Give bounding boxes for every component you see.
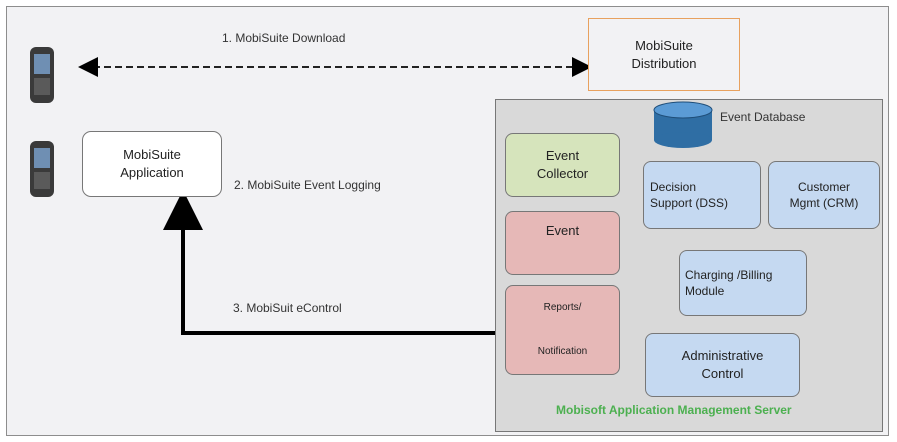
administrative-control-box: Administrative Control xyxy=(645,333,800,397)
box-label: Event xyxy=(545,148,580,164)
econtrol-arrow xyxy=(163,190,495,335)
event-collector-box: Event Collector xyxy=(505,133,620,197)
download-label: 1. MobiSuite Download xyxy=(222,31,346,45)
customer-mgmt-box: Customer Mgmt (CRM) xyxy=(768,161,880,229)
box-label: Administrative xyxy=(681,348,764,364)
box-label: Event xyxy=(545,223,580,238)
box-label: Support (DSS) xyxy=(650,196,729,210)
event-database-label: Event Database xyxy=(720,110,806,124)
econtrol-label: 3. MobiSuit eControl xyxy=(233,301,342,315)
box-label: Reports/ xyxy=(543,302,582,314)
box-label: Module xyxy=(685,284,725,298)
mobisuite-application-box: MobiSuite Application xyxy=(82,131,222,197)
box-label: Control xyxy=(701,366,744,381)
box-label: Application xyxy=(120,165,184,180)
box-label: Decision xyxy=(650,179,697,194)
charging-billing-box: Charging /Billing Module xyxy=(679,250,807,316)
event-logging-label: 2. MobiSuite Event Logging xyxy=(234,178,381,192)
decision-support-box: Decision Support (DSS) xyxy=(643,161,761,229)
box-label: Notification xyxy=(537,346,588,358)
box-label: MobiSuite xyxy=(123,147,181,163)
box-label: Mgmt (CRM) xyxy=(789,196,859,210)
box-label: Charging /Billing xyxy=(685,267,773,282)
box-label: MobiSuite xyxy=(635,37,693,53)
event-box: Event xyxy=(505,211,620,275)
box-label: Collector xyxy=(536,166,589,181)
reports-notification-box: Reports/ Notification xyxy=(505,285,620,375)
box-label: Distribution xyxy=(631,55,697,71)
distribution-box: MobiSuite Distribution xyxy=(588,18,740,91)
server-title: Mobisoft Application Management Server xyxy=(556,403,792,417)
box-label: Customer xyxy=(797,179,850,194)
